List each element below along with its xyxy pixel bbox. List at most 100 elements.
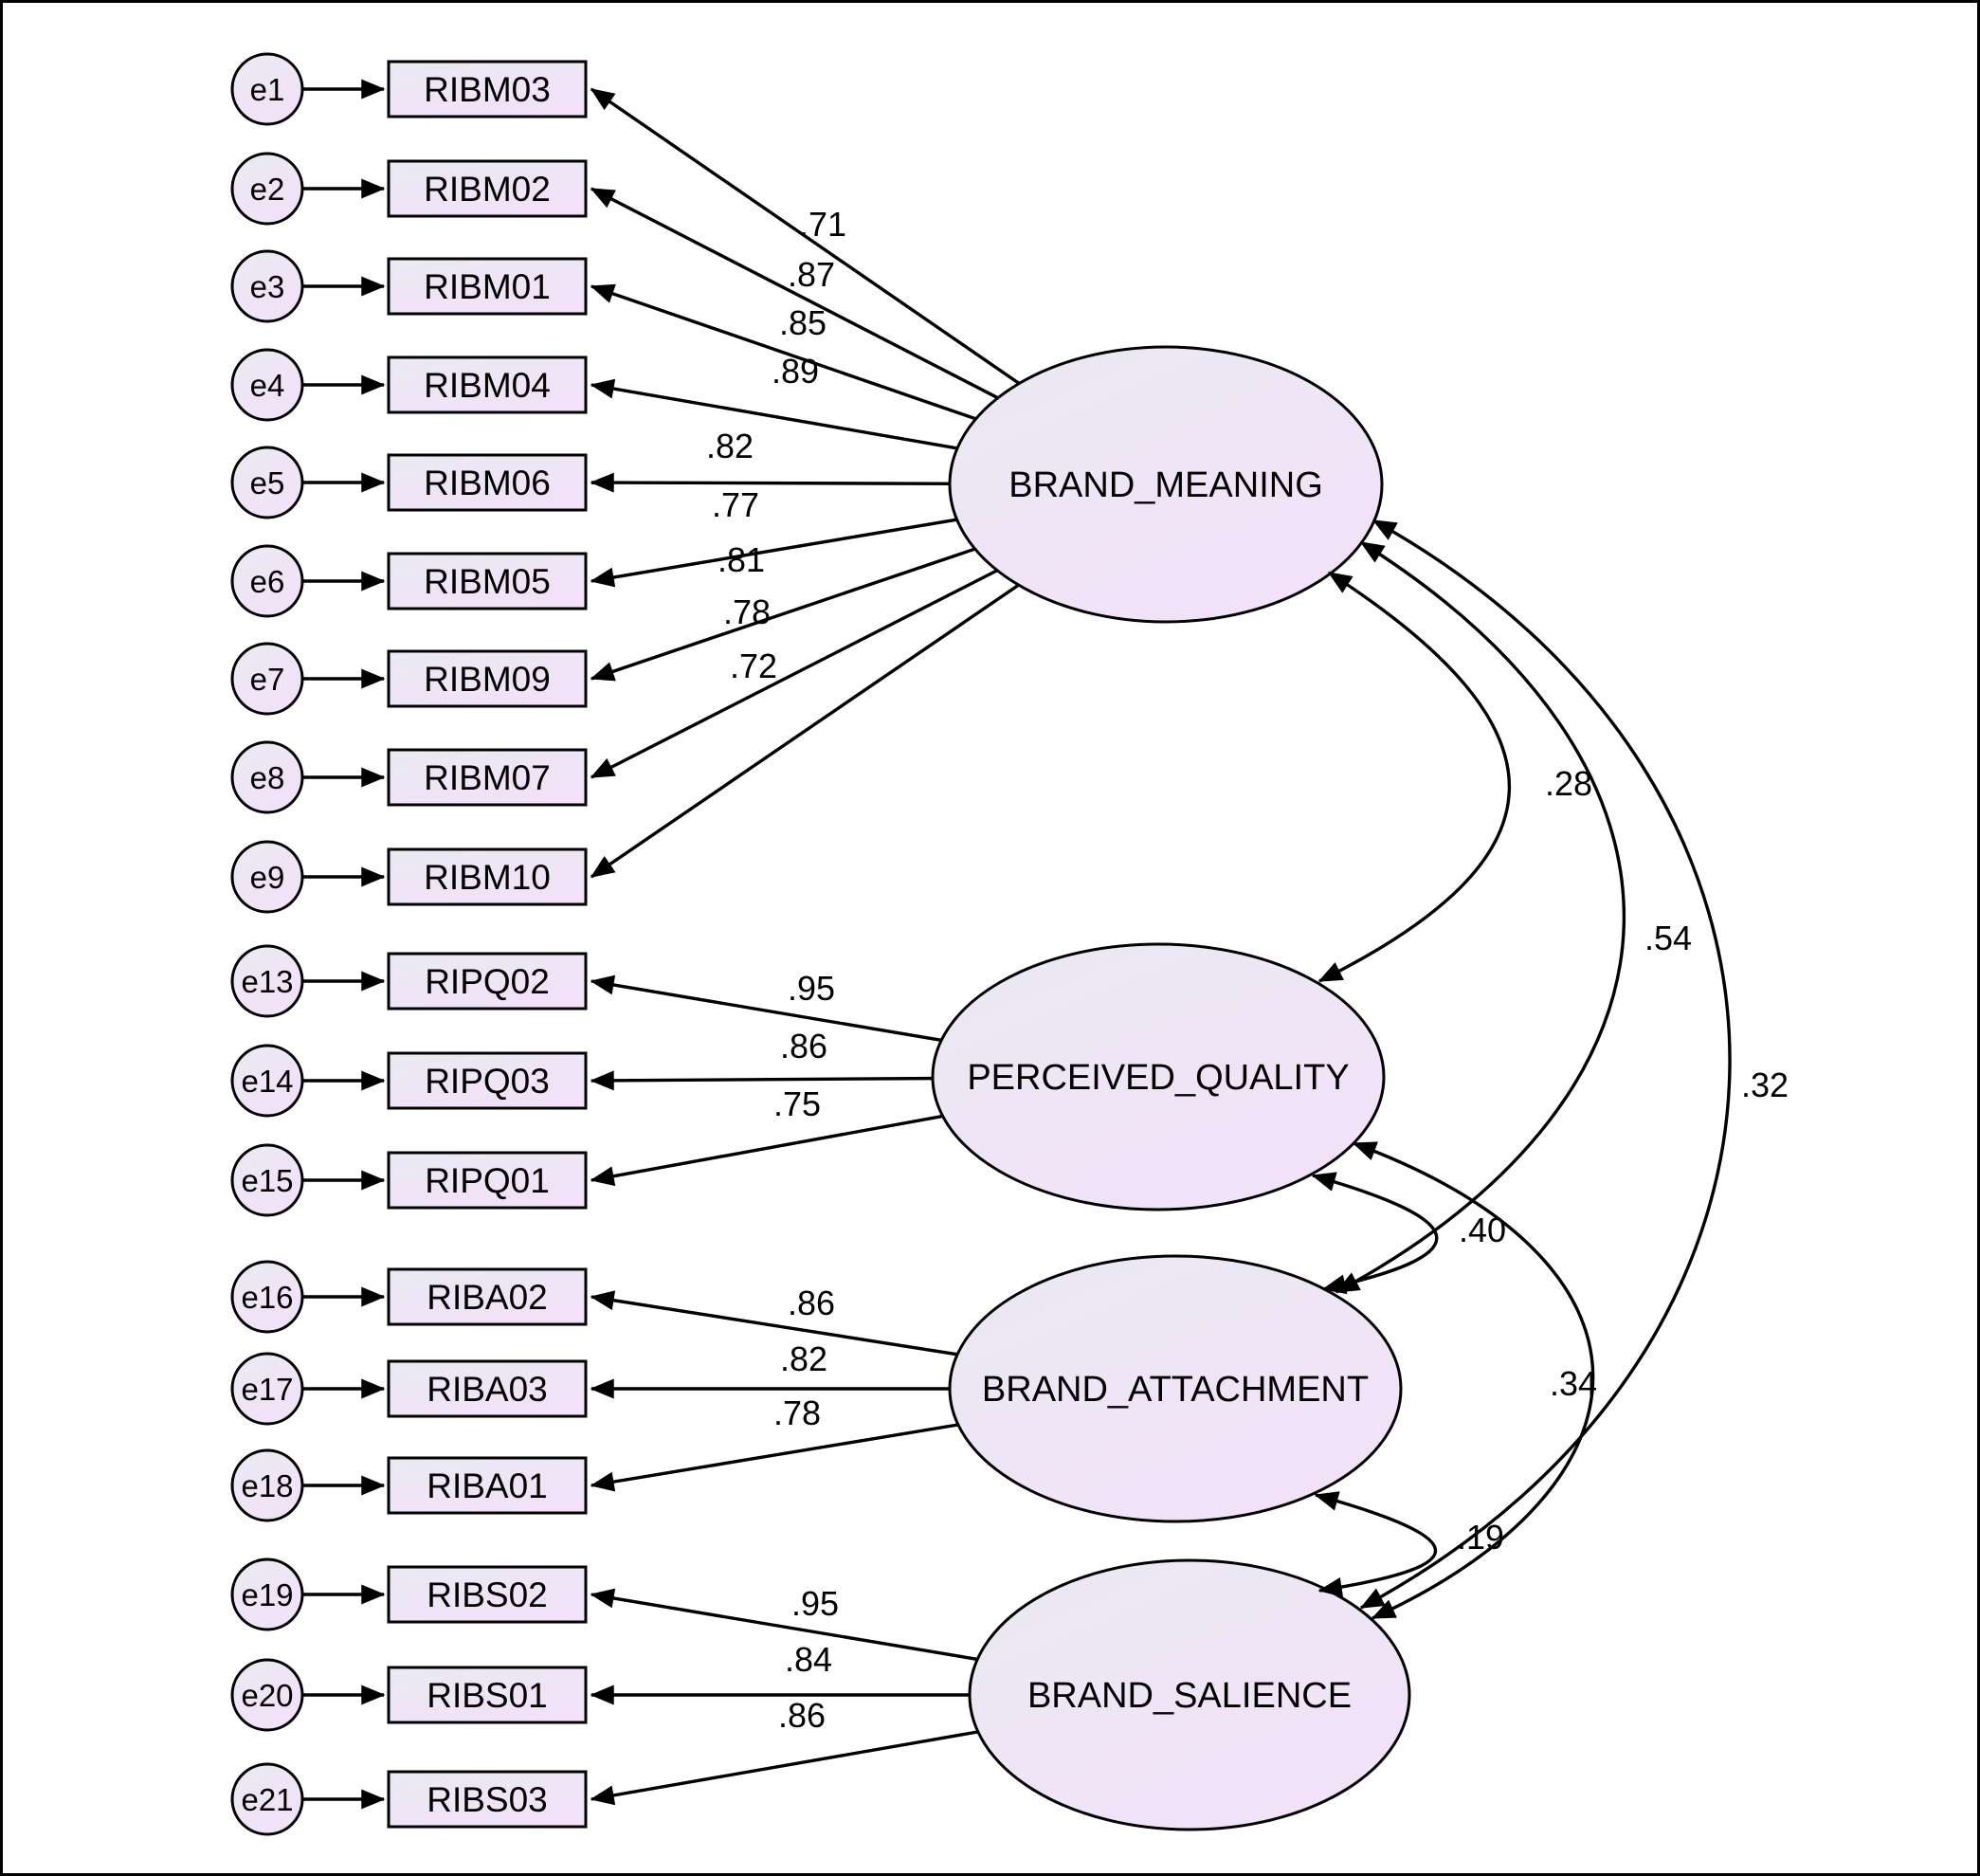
indicator-label-RIBS01: RIBS01	[427, 1676, 548, 1715]
error-term-e1	[230, 52, 304, 126]
covariance-path-PERCEIVED_QUALITY-BRAND_SALIENCE	[1352, 1141, 1595, 1620]
indicator-label-RIBM09: RIBM09	[424, 660, 551, 699]
indicator-RIPQ01	[387, 1151, 588, 1210]
error-term-e4	[230, 348, 304, 422]
covariance-value-PERCEIVED_QUALITY-BRAND_ATTACHMENT: .40	[1459, 1211, 1506, 1249]
loading-value-RIBM06: .82	[706, 427, 754, 465]
loading-value-RIBM04: .89	[772, 352, 819, 391]
indicator-RIBM10	[387, 847, 588, 906]
indicator-RIBM04	[387, 355, 588, 414]
error-term-e2	[230, 152, 304, 226]
latent-BRAND_MEANING	[948, 345, 1384, 624]
error-label-e8: e8	[250, 760, 285, 795]
covariance-path-BRAND_MEANING-BRAND_SALIENCE	[1359, 519, 1732, 1610]
error-label-e5: e5	[250, 465, 285, 501]
error-label-e21: e21	[241, 1782, 293, 1817]
error-term-e15	[230, 1143, 304, 1217]
indicator-label-RIBM04: RIBM04	[424, 366, 551, 405]
latent-BRAND_SALIENCE	[968, 1558, 1411, 1831]
loading-value-RIBS01: .84	[785, 1640, 832, 1679]
error-term-e21	[230, 1762, 304, 1836]
error-term-e5	[230, 446, 304, 519]
indicator-label-RIBM03: RIBM03	[424, 70, 551, 109]
indicator-label-RIBM06: RIBM06	[424, 464, 551, 502]
error-label-e18: e18	[241, 1468, 293, 1503]
error-label-e4: e4	[250, 368, 285, 403]
loading-value-RIBM01: .85	[779, 303, 827, 342]
loading-value-RIPQ03: .86	[780, 1027, 827, 1065]
error-label-e15: e15	[241, 1163, 293, 1198]
indicator-RIBS01	[387, 1666, 588, 1724]
error-label-e13: e13	[241, 964, 293, 999]
covariance-path-BRAND_MEANING-PERCEIVED_QUALITY	[1317, 571, 1512, 983]
indicator-RIBA01	[387, 1456, 588, 1515]
indicator-RIBM07	[387, 748, 588, 807]
latent-label-BRAND_MEANING: BRAND_MEANING	[1008, 465, 1323, 505]
indicator-RIBM03	[387, 60, 588, 118]
error-label-e2: e2	[250, 172, 285, 207]
error-term-e20	[230, 1658, 304, 1732]
indicator-label-RIPQ03: RIPQ03	[425, 1062, 550, 1101]
error-label-e19: e19	[241, 1577, 293, 1612]
indicator-RIBM01	[387, 257, 588, 316]
loading-value-RIPQ01: .75	[773, 1084, 821, 1123]
covariance-value-BRAND_MEANING-BRAND_ATTACHMENT: .54	[1644, 919, 1692, 957]
loading-value-RIBM02: .87	[788, 255, 835, 294]
error-label-e1: e1	[250, 72, 285, 107]
indicator-label-RIBM10: RIBM10	[424, 858, 551, 897]
loading-value-RIPQ02: .95	[788, 969, 835, 1008]
error-term-e14	[230, 1044, 304, 1118]
latent-label-BRAND_ATTACHMENT: BRAND_ATTACHMENT	[982, 1370, 1369, 1410]
error-label-e17: e17	[241, 1372, 293, 1407]
covariance-path-BRAND_ATTACHMENT-BRAND_SALIENCE	[1314, 1491, 1438, 1597]
error-term-e9	[230, 840, 304, 914]
error-term-e8	[230, 740, 304, 814]
error-label-e20: e20	[241, 1678, 293, 1713]
error-term-e13	[230, 944, 304, 1018]
latent-label-BRAND_SALIENCE: BRAND_SALIENCE	[1027, 1676, 1352, 1716]
indicator-label-RIBA01: RIBA01	[427, 1466, 548, 1505]
indicator-RIBA03	[387, 1359, 588, 1418]
error-label-e3: e3	[250, 269, 285, 304]
indicator-RIBM02	[387, 159, 588, 218]
indicator-RIBM05	[387, 552, 588, 610]
error-label-e14: e14	[241, 1064, 293, 1099]
error-term-e7	[230, 642, 304, 716]
error-label-e6: e6	[250, 564, 285, 599]
indicator-label-RIBM01: RIBM01	[424, 267, 551, 306]
indicator-RIPQ03	[387, 1051, 588, 1110]
indicator-label-RIBM07: RIBM07	[424, 758, 551, 797]
error-term-e16	[230, 1260, 304, 1334]
loading-value-RIBA01: .78	[773, 1393, 821, 1432]
error-term-e6	[230, 544, 304, 618]
loading-value-RIBM10: .72	[730, 647, 777, 685]
indicator-RIBS03	[387, 1770, 588, 1829]
indicator-label-RIBM02: RIBM02	[424, 170, 551, 209]
error-term-e18	[230, 1448, 304, 1522]
loading-value-RIBS03: .86	[778, 1696, 826, 1735]
indicator-RIBA02	[387, 1267, 588, 1326]
indicator-label-RIBM05: RIBM05	[424, 562, 551, 601]
error-term-e17	[230, 1352, 304, 1426]
loading-value-RIBA02: .86	[788, 1284, 835, 1322]
indicator-label-RIBS03: RIBS03	[427, 1780, 548, 1819]
indicator-label-RIPQ02: RIPQ02	[425, 962, 550, 1001]
indicator-label-RIBA02: RIBA02	[427, 1278, 548, 1317]
indicator-RIPQ02	[387, 952, 588, 1011]
error-label-e7: e7	[250, 662, 285, 697]
covariance-path-PERCEIVED_QUALITY-BRAND_ATTACHMENT	[1311, 1172, 1439, 1295]
covariance-value-BRAND_ATTACHMENT-BRAND_SALIENCE: .19	[1457, 1518, 1504, 1557]
edges-layer: .71.87.85.89.82.77.81.78.72.95.86.75.86.…	[267, 79, 1190, 1810]
loading-value-RIBM03: .71	[799, 205, 846, 244]
error-label-e9: e9	[250, 860, 285, 895]
error-label-e16: e16	[241, 1280, 293, 1315]
indicator-label-RIPQ01: RIPQ01	[425, 1161, 550, 1200]
indicator-RIBM06	[387, 453, 588, 512]
loading-value-RIBM07: .78	[723, 592, 771, 631]
covariance-value-PERCEIVED_QUALITY-BRAND_SALIENCE: .34	[1550, 1364, 1597, 1403]
error-term-e19	[230, 1557, 304, 1631]
